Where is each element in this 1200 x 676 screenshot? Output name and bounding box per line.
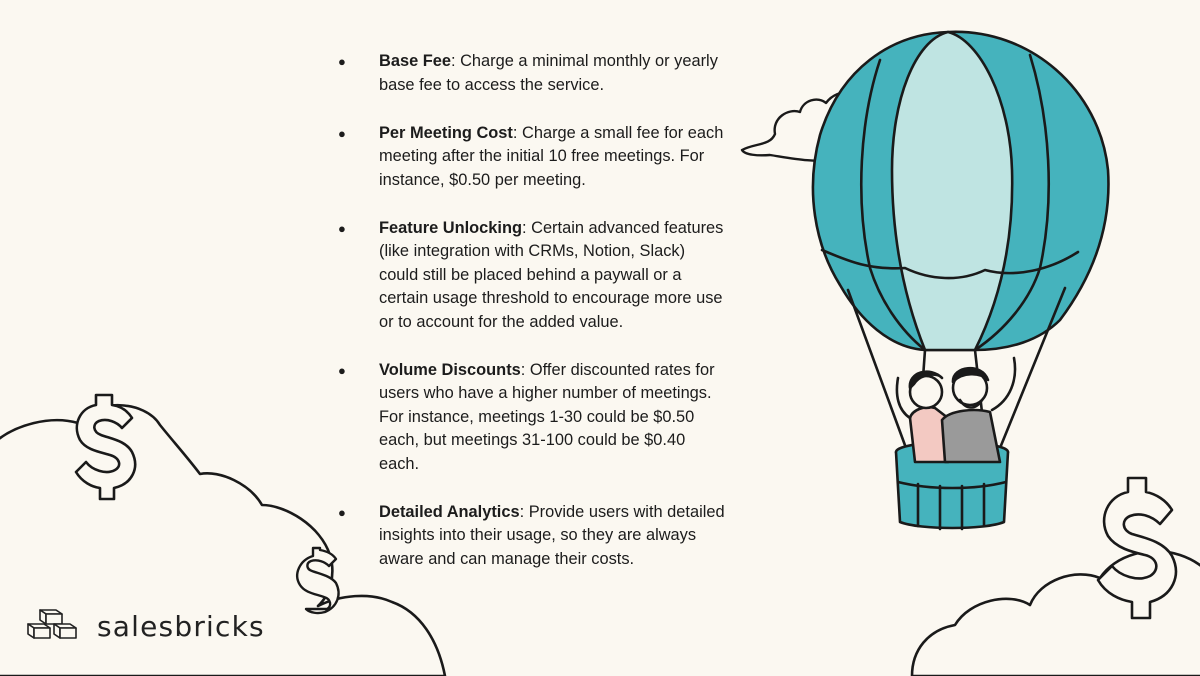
bullet-icon: ●: [338, 504, 346, 520]
list-item: ● Volume Discounts: Offer discounted rat…: [338, 359, 728, 477]
bullet-title: Volume Discounts: [379, 360, 521, 379]
bullet-text: : Offer discounted rates for users who h…: [379, 360, 715, 473]
bricks-logo-icon: [27, 609, 77, 639]
list-item: ● Base Fee: Charge a minimal monthly or …: [338, 50, 728, 97]
bullet-text: : Provide users with detailed insights i…: [379, 502, 725, 568]
bullet-title: Feature Unlocking: [379, 218, 522, 237]
hot-air-balloon-icon: [811, 30, 1110, 531]
bullet-icon: ●: [338, 362, 346, 378]
bullet-icon: ●: [338, 54, 346, 69]
bullet-title: Base Fee: [379, 52, 451, 70]
pricing-strategy-list: ● Base Fee: Charge a minimal monthly or …: [338, 50, 728, 596]
dollar-sign-icon: [1096, 476, 1178, 620]
bullet-text: : Charge a small fee for each meeting af…: [379, 123, 724, 189]
list-item: ● Per Meeting Cost: Charge a small fee f…: [338, 122, 728, 193]
bullet-icon: ●: [338, 125, 346, 141]
bullet-title: Per Meeting Cost: [379, 123, 513, 142]
logo-wordmark: salesbricks: [97, 609, 265, 643]
bullet-title: Detailed Analytics: [379, 502, 520, 521]
salesbricks-logo: salesbricks: [26, 606, 265, 646]
list-item: ● Detailed Analytics: Provide users with…: [338, 501, 728, 572]
dollar-sign-icon: [296, 546, 340, 615]
bullet-icon: ●: [338, 220, 346, 236]
bullet-text: : Charge a minimal monthly or yearly bas…: [379, 52, 718, 94]
bullet-text: : Certain advanced features (like integr…: [379, 218, 724, 331]
list-item: ● Feature Unlocking: Certain advanced fe…: [338, 217, 728, 335]
dollar-sign-icon: [74, 393, 137, 501]
